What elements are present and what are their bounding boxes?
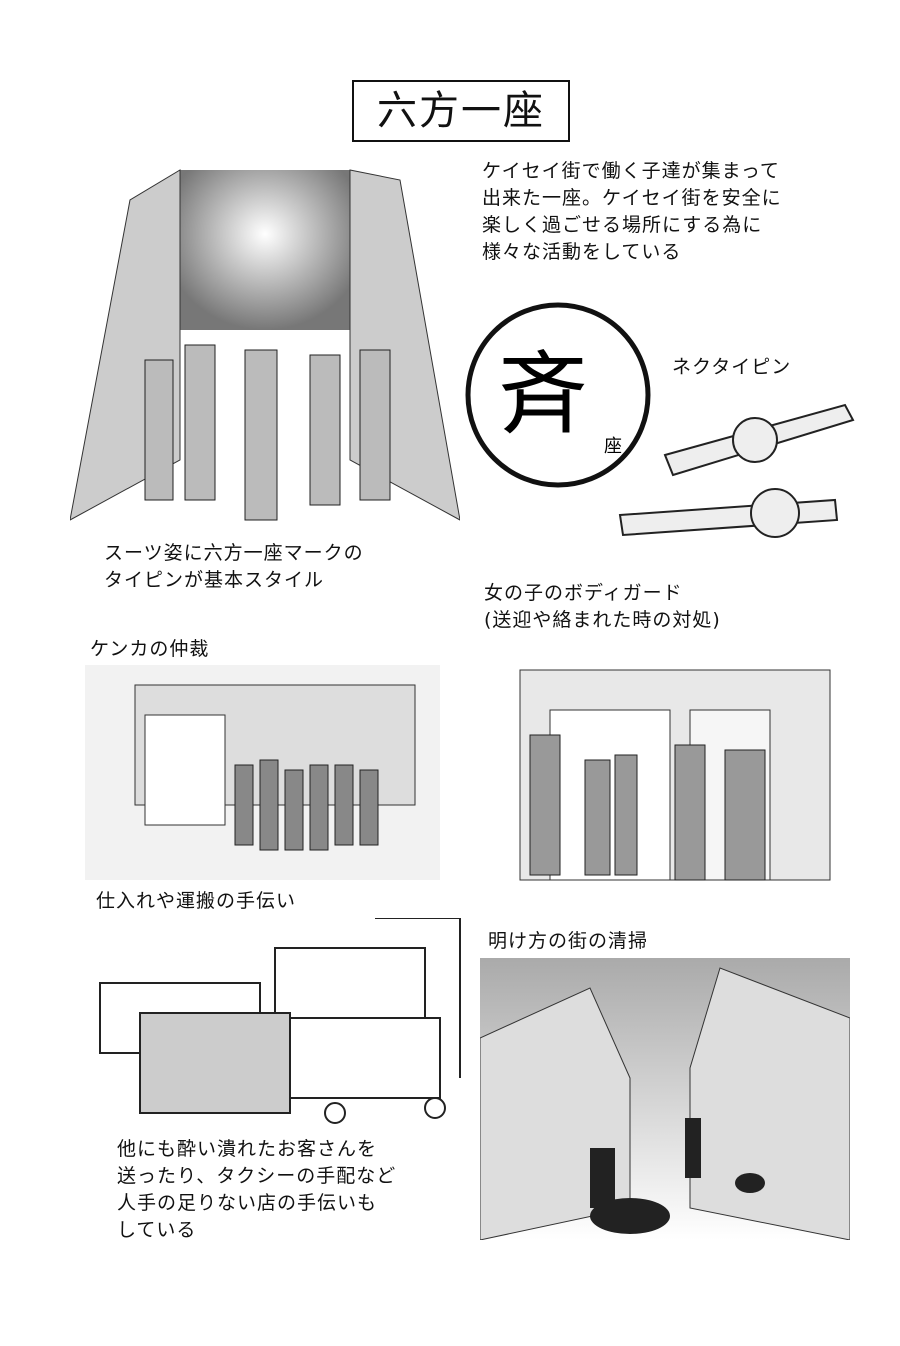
emblem-sub: 座 xyxy=(604,436,622,457)
tiepin-illustration xyxy=(618,403,855,538)
emblem-main: 斉 xyxy=(498,342,588,447)
rokuhou-emblem: 斉 座 xyxy=(465,302,651,488)
intro-text: ケイセイ街で働く子達が集まって 出来た一座。ケイセイ街を安全に 楽しく過ごせる場… xyxy=(482,160,782,263)
bodyguard-caption: 女の子のボディガード (送迎や絡まれた時の対処) xyxy=(484,582,721,631)
dawn-street-cleaning-illustration xyxy=(480,958,850,1240)
cleaning-caption: 明け方の街の清掃 xyxy=(488,930,649,952)
suit-caption: スーツ姿に六方一座マークの タイピンが基本スタイル xyxy=(104,542,364,591)
cargo-caption: 仕入れや運搬の手伝い xyxy=(96,890,297,912)
fight-mediation-illustration xyxy=(85,665,440,880)
page-title: 六方一座 xyxy=(352,80,570,142)
cargo-carrying-illustration xyxy=(99,918,461,1124)
bodyguard-illustration xyxy=(519,669,831,881)
tiepin-label: ネクタイピン xyxy=(672,356,792,378)
fight-caption: ケンカの仲裁 xyxy=(90,638,210,660)
other-activities-text: 他にも酔い潰れたお客さんを 送ったり、タクシーの手配など 人手の足りない店の手伝… xyxy=(117,1138,397,1241)
street-group-illustration xyxy=(70,169,460,521)
